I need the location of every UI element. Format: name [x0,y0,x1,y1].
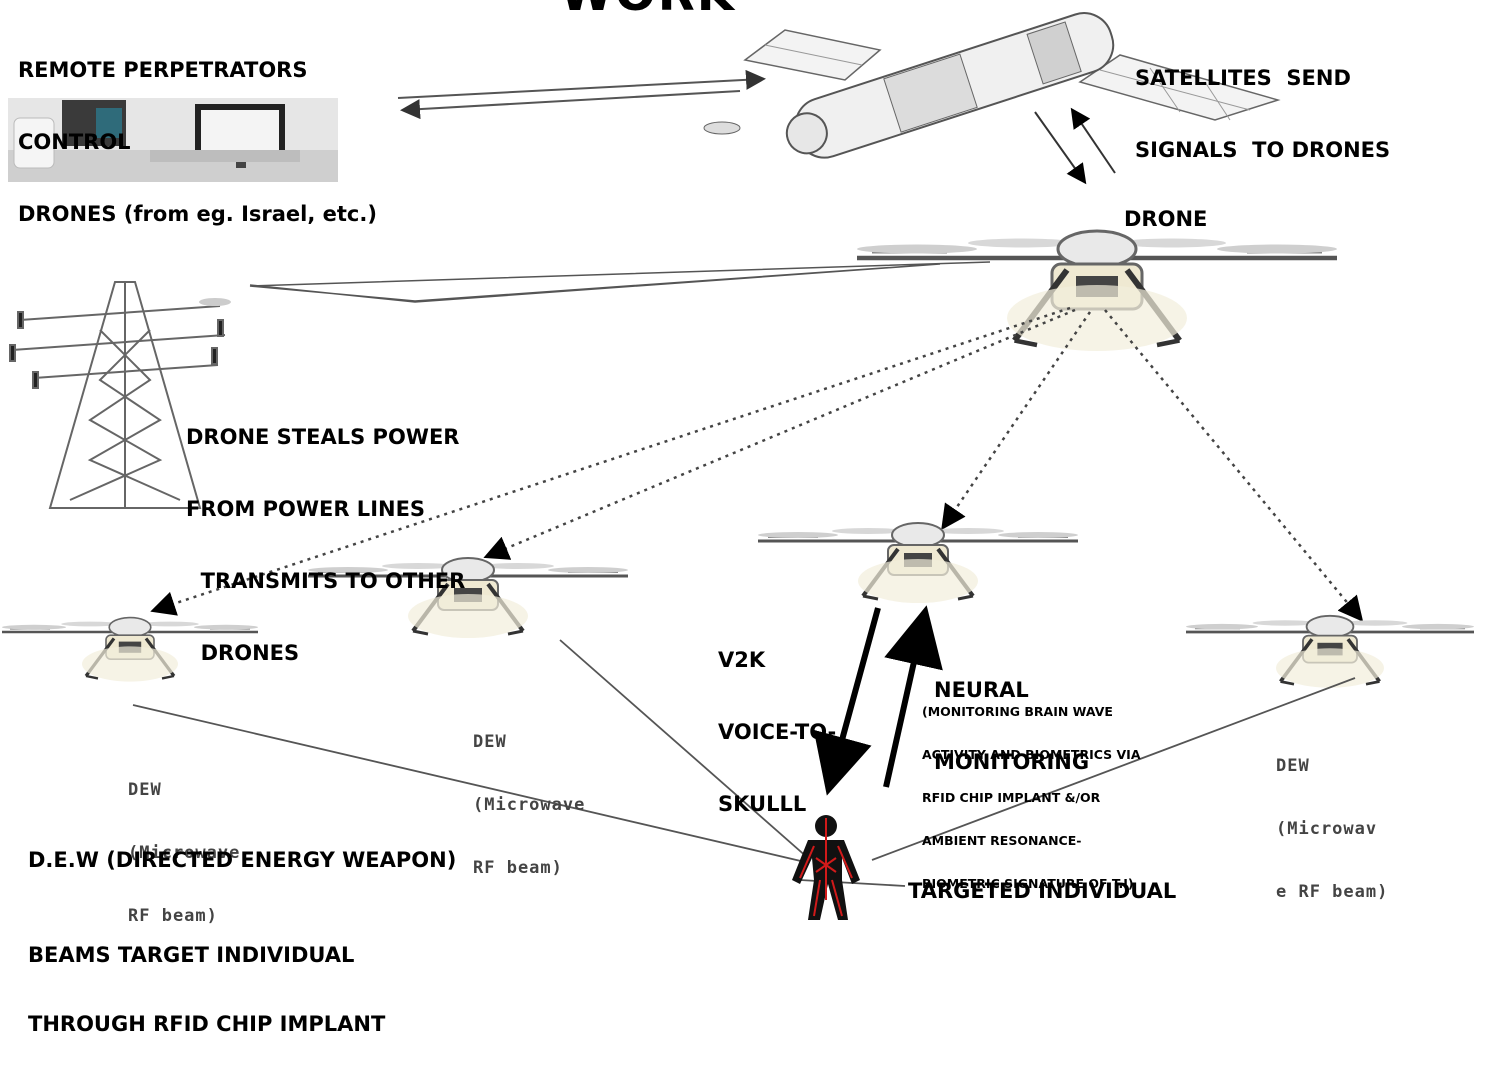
neural-monitoring-line-1: NEURAL [934,678,1029,702]
beams-target-line-1: BEAMS TARGET INDIVIDUAL [28,943,355,967]
satellites-line-1: SATELLITES SEND [1135,66,1351,90]
drone-icon [756,521,1080,605]
dew-left-label: DEW (Microwave RF beam) [128,738,240,969]
remote-perpetrators-line-3: DRONES (from eg. Israel, etc.) [18,202,377,226]
dew-mid-line-2: (Microwave [473,795,586,815]
v2k-line-2: VOICE-TO- [718,720,837,744]
dew-mid-line-3: RF beam) [473,858,563,878]
dew-left-line-3: RF beam) [128,906,218,926]
diagram-title: WORK [560,0,736,22]
command-beam-drone-4 [1104,309,1364,622]
neural-monitoring-detail: (MONITORING BRAIN WAVE ACTIVITY AND BIOM… [922,676,1141,920]
dew-beam-right [871,677,1356,861]
power-lines-line-1: DRONE STEALS POWER [186,425,460,449]
beams-target-label: BEAMS TARGET INDIVIDUAL THROUGH RFID CHI… [28,898,385,1082]
command-beam-drone-3 [941,311,1092,531]
human-figure-icon [792,815,860,920]
power-lines-label: DRONE STEALS POWER FROM POWER LINES TRAN… [186,377,465,713]
power-line-link [249,261,991,303]
uplink-arrow [397,69,766,99]
beams-target-line-2: THROUGH RFID CHIP IMPLANT [28,1012,386,1036]
diagram-stage: WORK REMOTE PERPETRATORS CONTROL DRONES … [0,0,1476,1036]
neural-monitoring-line-2: MONITORING [934,750,1090,774]
neural-detail-line-3: RFID CHIP IMPLANT &/OR [922,790,1101,805]
diagram-graphics [0,12,1476,920]
neural-detail-line-2: ACTIVITY AND BIOMETRICS VIA [922,746,1141,762]
satellite-to-drone-arrow [1034,111,1087,185]
dew-beam-left [132,704,806,863]
power-lines-line-4: DRONES [186,641,300,665]
v2k-line-1: V2K [718,648,766,672]
v2k-label: V2K VOICE-TO- SKULLL [718,600,836,864]
satellites-label: SATELLITES SEND SIGNALS TO DRONES [1135,18,1390,210]
drone-icon [1184,613,1476,690]
dew-right-line-2: (Microwav [1276,819,1378,839]
drone-to-satellite-arrow [1070,107,1116,174]
dew-right-line-3: e RF beam) [1276,882,1389,902]
downlink-arrow [400,90,741,120]
neural-monitoring-label: NEURAL MONITORING [934,630,1089,822]
neural-detail-line-5: BIOMETRIC SIGNATURE OF T.I) [922,876,1134,892]
dew-left-line-2: (Microwave [128,843,241,863]
power-lines-line-2: FROM POWER LINES [186,497,426,521]
command-beam-drone-1 [150,306,1071,616]
remote-perpetrators-label: REMOTE PERPETRATORS CONTROL DRONES (from… [18,10,377,274]
power-lines-line-3: TRANSMITS TO OTHER [186,569,466,593]
power-pylon-icon [9,281,231,509]
satellites-line-2: SIGNALS TO DRONES [1135,138,1391,162]
neural-detail-line-4: AMBIENT RESONANCE- [922,833,1082,849]
dew-right-line-1: DEW [1276,756,1310,776]
drone-label: DRONE [1124,207,1208,231]
computer-workstation-icon [8,98,338,182]
v2k-arrow [813,607,881,796]
remote-perpetrators-line-2: CONTROL [18,130,131,154]
dew-mid-label: DEW (Microwave RF beam) [473,690,585,921]
dew-definition-label: D.E.W (DIRECTED ENERGY WEAPON) [28,848,457,872]
dew-right-label: DEW (Microwav e RF beam) [1276,714,1388,945]
drone-icon [857,231,1337,351]
command-beam-drone-2 [483,308,1076,560]
satellite-icon [703,12,1281,159]
neural-monitoring-arrow [883,605,943,788]
neural-detail-line-1: (MONITORING BRAIN WAVE [922,703,1113,719]
remote-perpetrators-line-1: REMOTE PERPETRATORS [18,58,308,82]
targeted-individual-label: TARGETED INDIVIDUAL [908,879,1177,903]
dew-beam-mid [559,639,809,859]
v2k-line-3: SKULLL [718,792,807,816]
dew-left-line-1: DEW [128,780,162,800]
dew-mid-line-1: DEW [473,732,507,752]
